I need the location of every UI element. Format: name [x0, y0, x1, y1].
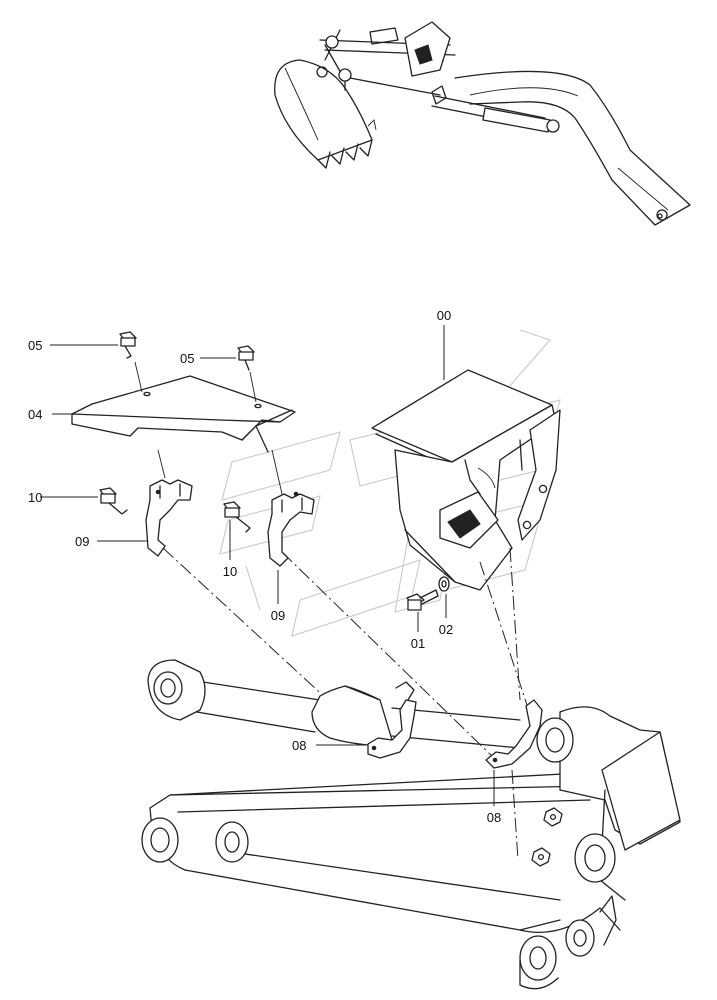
- leader-lines: [40, 325, 495, 806]
- bolt-05-right: [237, 345, 257, 403]
- callout-00: 00: [437, 308, 451, 323]
- callout-05-right: 05: [180, 351, 194, 366]
- clamp-half-right: [267, 449, 315, 567]
- main-arm-drawing: [141, 659, 681, 990]
- bracket-00: [371, 369, 561, 591]
- callout-05-left: 05: [28, 338, 42, 353]
- watermark: [219, 329, 561, 637]
- callout-10-left: 10: [28, 490, 42, 505]
- bolt-05-left: [119, 331, 143, 393]
- arm-overview-drawing: [274, 21, 691, 226]
- washer-02: [438, 576, 450, 592]
- callout-08-left: 08: [292, 738, 306, 753]
- callout-labels: 00 05 05 04 10 09 10 09 01 02 08 08: [28, 308, 501, 825]
- cover-plate-04: [71, 375, 296, 453]
- bolt-01: [406, 589, 439, 611]
- callout-04: 04: [28, 407, 42, 422]
- bolt-10-right: [223, 501, 251, 533]
- callout-01: 01: [411, 636, 425, 651]
- callout-09-right: 09: [271, 608, 285, 623]
- clamp-half-left: [145, 449, 193, 557]
- bolt-10-left: [99, 487, 128, 515]
- callout-08-right: 08: [487, 810, 501, 825]
- callout-09-left: 09: [75, 534, 89, 549]
- callout-02: 02: [439, 622, 453, 637]
- callout-10-right: 10: [223, 564, 237, 579]
